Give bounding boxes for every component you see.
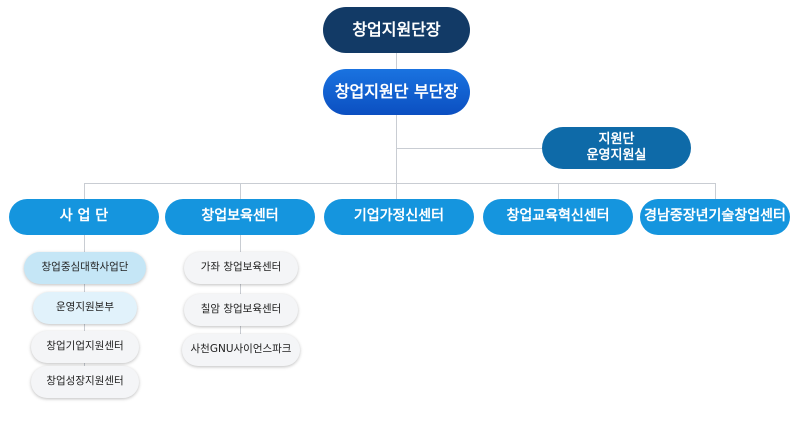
unit-node: 창업성장지원센터 <box>31 366 139 398</box>
staff-office-node: 지원단 운영지원실 <box>542 127 691 169</box>
division-label: 기업가정신센터 <box>353 208 445 225</box>
unit-label: 가좌 창업보육센터 <box>200 261 282 274</box>
connector-division-drop <box>558 183 559 199</box>
connector-head-trunk <box>396 53 397 199</box>
head-node: 창업지원단장 <box>323 7 470 53</box>
division-node-senior-tech: 경남중장년기술창업센터 <box>640 199 790 235</box>
unit-label: 창업중심대학사업단 <box>41 261 129 274</box>
staff-office-label-line1: 지원단 <box>598 131 635 147</box>
division-label: 창업보육센터 <box>201 208 279 225</box>
deputy-node: 창업지원단 부단장 <box>323 69 470 115</box>
unit-node: 운영지원본부 <box>33 292 137 324</box>
unit-node: 가좌 창업보육센터 <box>184 252 298 284</box>
connector-division-bar <box>84 183 716 184</box>
unit-node: 창업기업지원센터 <box>31 331 139 363</box>
unit-label: 칠암 창업보육센터 <box>200 303 282 316</box>
unit-label: 창업기업지원센터 <box>46 340 124 353</box>
unit-node: 사천GNU사이언스파크 <box>182 334 300 366</box>
unit-node: 칠암 창업보육센터 <box>184 294 298 326</box>
unit-label: 운영지원본부 <box>56 301 114 314</box>
division-node-incubation: 창업보육센터 <box>165 199 315 235</box>
unit-node: 창업중심대학사업단 <box>24 252 146 284</box>
division-label: 경남중장년기술창업센터 <box>644 208 786 225</box>
connector-division-drop <box>715 183 716 199</box>
connector-sub-trunk <box>240 235 241 350</box>
deputy-label: 창업지원단 부단장 <box>334 82 459 101</box>
connector-division-drop <box>240 183 241 199</box>
division-node-entrepreneurship: 기업가정신센터 <box>324 199 474 235</box>
unit-label: 창업성장지원센터 <box>46 375 124 388</box>
division-label: 창업교육혁신센터 <box>506 208 610 225</box>
connector-staff-branch <box>396 148 542 149</box>
division-node-education: 창업교육혁신센터 <box>483 199 633 235</box>
unit-label: 사천GNU사이언스파크 <box>190 343 292 356</box>
connector-division-drop <box>84 183 85 199</box>
division-label: 사 업 단 <box>59 208 109 225</box>
division-node-business: 사 업 단 <box>9 199 159 235</box>
head-label: 창업지원단장 <box>352 20 441 39</box>
staff-office-label-line2: 운영지원실 <box>586 148 647 163</box>
